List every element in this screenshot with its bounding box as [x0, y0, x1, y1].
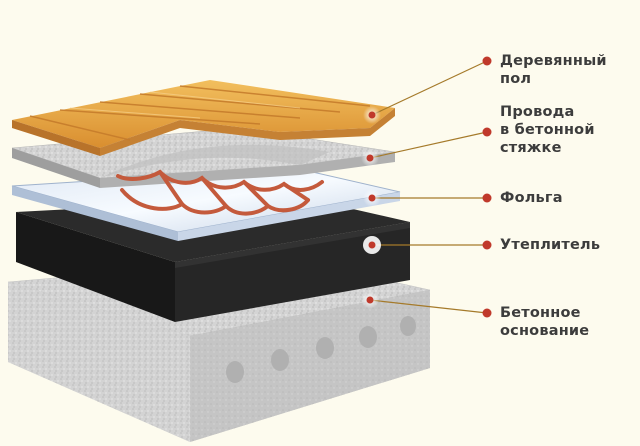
diagram-markers — [361, 106, 381, 309]
label-insulation: Утеплитель — [500, 236, 600, 254]
label-screed-line-1: Провода — [500, 104, 575, 120]
label-foil: Фольга — [500, 189, 563, 207]
label-base-line-1: Бетонное — [500, 305, 581, 321]
leader-lines — [369, 60, 488, 314]
label-bullets — [482, 56, 492, 318]
marker-wood — [363, 106, 381, 124]
label-foil-line-1: Фольга — [500, 190, 563, 206]
heating-cable — [116, 169, 324, 216]
label-base-line-2: основание — [500, 323, 590, 339]
bullet-foil — [482, 193, 492, 203]
leader-screed — [369, 131, 488, 159]
concrete-holes — [226, 316, 416, 383]
bullet-wood — [482, 56, 492, 66]
label-concrete-base: Бетонное основание — [500, 304, 589, 340]
label-insulation-line-1: Утеплитель — [500, 237, 601, 253]
marker-screed — [361, 149, 379, 167]
label-screed-wires: Провода в бетонной стяжке — [500, 103, 595, 157]
bullet-screed — [482, 127, 492, 137]
marker-insulation — [363, 236, 381, 254]
wood-floor-layer — [12, 80, 395, 156]
label-wood-floor: Деревянный пол — [500, 52, 607, 88]
label-screed-line-2: в бетонной — [500, 122, 595, 138]
leader-wood — [371, 60, 488, 116]
label-screed-line-3: стяжке — [500, 140, 562, 156]
leader-base — [369, 299, 488, 314]
label-wood-line-2: пол — [500, 71, 532, 87]
marker-base — [361, 291, 379, 309]
concrete-base-layer — [7, 257, 431, 442]
bullet-base — [482, 308, 492, 318]
bullet-insulation — [482, 240, 492, 250]
label-wood-line-1: Деревянный — [500, 53, 607, 69]
marker-foil — [363, 189, 381, 207]
